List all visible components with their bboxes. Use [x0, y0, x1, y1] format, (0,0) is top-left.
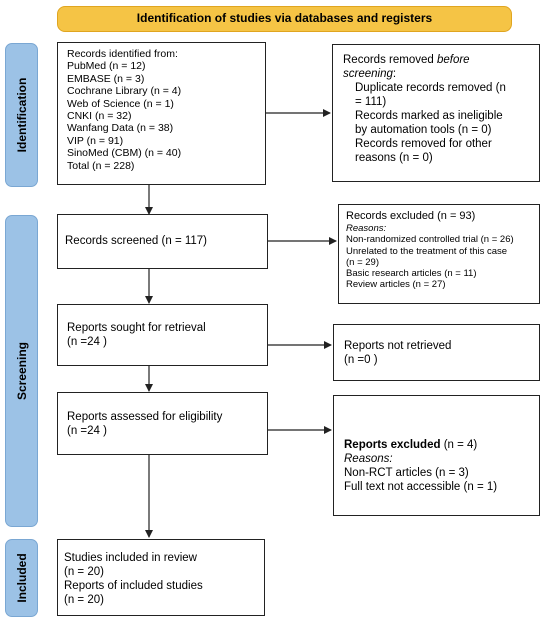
phase-screening: Screening	[5, 215, 38, 527]
excluded-review-articles: Review articles (n = 27)	[346, 279, 446, 291]
studies-included-count: (n = 20)	[64, 566, 104, 578]
excluded-unrelated: Unrelated to the treatment of this case	[346, 245, 508, 257]
source-cochrane: Cochrane Library (n = 4)	[67, 85, 182, 98]
source-cnki: CNKI (n = 32)	[67, 110, 132, 123]
source-wanfang: Wanfang Data (n = 38)	[67, 122, 174, 135]
source-sinomed: SinoMed (CBM) (n = 40)	[67, 147, 182, 160]
reports-included-label: Reports of included studies	[64, 580, 203, 592]
reports-excluded-header: Reports excluded (n = 4)	[344, 439, 478, 451]
records-screened-box: Records screened (n = 117)	[57, 214, 268, 269]
records-excluded-box: Records excluded (n = 93) Reasons: Non-r…	[338, 204, 540, 304]
reports-excluded-box: Reports excluded (n = 4) Reasons: Non-RC…	[333, 395, 540, 516]
source-pubmed: PubMed (n = 12)	[67, 60, 146, 73]
reports-sought-count: (n =24 )	[67, 336, 107, 348]
phase-included: Included	[5, 539, 38, 617]
records-identified-box: Records identified from: PubMed (n = 12)…	[57, 42, 266, 185]
reports-included-count: (n = 20)	[64, 594, 104, 606]
records-excluded-header: Records excluded (n = 93)	[346, 210, 476, 222]
phase-identification: Identification	[5, 43, 38, 187]
source-embase: EMBASE (n = 3)	[67, 72, 145, 85]
records-screened-label: Records screened (n = 117)	[65, 235, 208, 247]
reports-not-retrieved-label: Reports not retrieved	[344, 340, 452, 352]
reports-excluded-full-text: Full text not accessible (n = 1)	[344, 481, 498, 493]
reports-excluded-non-rct: Non-RCT articles (n = 3)	[344, 467, 469, 479]
records-removed-box: Records removed before screening: Duplic…	[332, 44, 540, 182]
reports-assessed-box: Reports assessed for eligibility (n =24 …	[57, 392, 268, 455]
source-vip: VIP (n = 91)	[67, 134, 124, 147]
reports-assessed-label: Reports assessed for eligibility	[67, 411, 223, 423]
records-excluded-reasons-label: Reasons:	[346, 223, 387, 234]
reports-excluded-reasons-label: Reasons:	[344, 453, 393, 465]
reports-sought-box: Reports sought for retrieval (n =24 )	[57, 304, 268, 366]
studies-included-box: Studies included in review (n = 20) Repo…	[57, 539, 265, 616]
diagram-banner: Identification of studies via databases …	[57, 6, 512, 32]
records-removed-header: Records removed before	[343, 54, 470, 66]
removed-automation: Records marked as ineligible	[355, 110, 503, 122]
excluded-non-randomized: Non-randomized controlled trial (n = 26)	[346, 234, 514, 246]
removed-duplicates: Duplicate records removed (n	[355, 82, 506, 94]
reports-assessed-count: (n =24 )	[67, 425, 107, 437]
reports-not-retrieved-count: (n =0 )	[344, 354, 378, 366]
reports-not-retrieved-box: Reports not retrieved (n =0 )	[333, 324, 540, 381]
removed-other: Records removed for other	[355, 138, 492, 150]
source-total: Total (n = 228)	[67, 159, 135, 172]
reports-sought-label: Reports sought for retrieval	[67, 322, 206, 334]
studies-included-label: Studies included in review	[64, 552, 197, 564]
source-web-of-science: Web of Science (n = 1)	[67, 97, 174, 110]
excluded-basic-research: Basic research articles (n = 11)	[346, 268, 477, 280]
records-identified-header: Records identified from:	[67, 48, 178, 60]
